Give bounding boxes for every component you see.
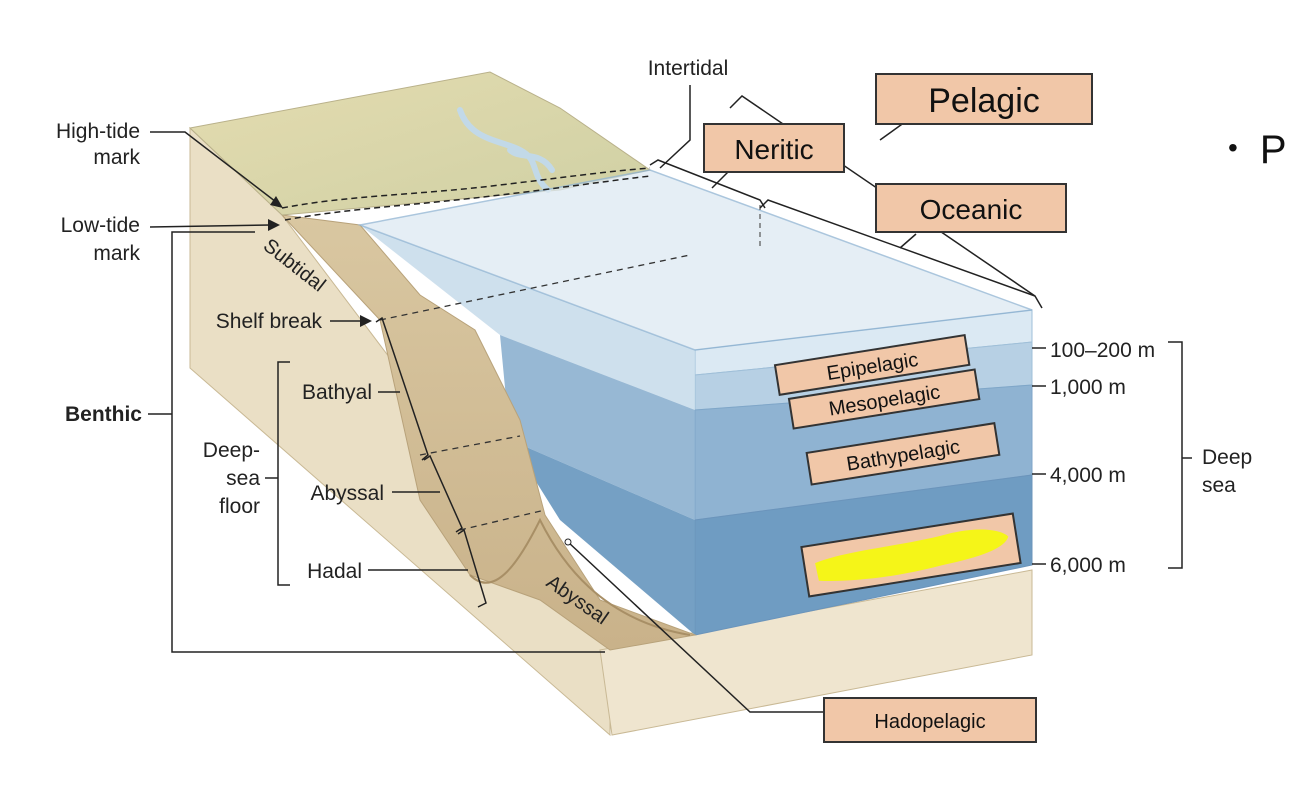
- abyssal-dashline: [419, 435, 521, 456]
- intertidal-label: Intertidal: [648, 57, 729, 80]
- high-tide-label-2: mark: [93, 146, 140, 169]
- oceanic-label: Oceanic: [920, 194, 1023, 225]
- neritic-label: Neritic: [734, 134, 813, 165]
- hadopelagic-label: Hadopelagic: [874, 711, 985, 733]
- bullet-text: P: [1259, 128, 1287, 172]
- deep-sea-bracket: [1168, 341, 1183, 569]
- bullet-dot: •: [1228, 132, 1238, 163]
- low-tide-label-1: Low-tide: [61, 214, 140, 237]
- pelagic-label: Pelagic: [928, 82, 1040, 120]
- benthic-label: Benthic: [65, 403, 142, 426]
- deep-sea-label-1: Deep: [1202, 446, 1252, 469]
- low-tide-leader: [149, 224, 271, 228]
- water-side-upper: [360, 225, 695, 410]
- benthic-bracket: [171, 231, 605, 653]
- high-tide-label-1: High-tide: [56, 120, 140, 143]
- neritic-leader: [711, 171, 729, 189]
- pelagic-label-box: Pelagic: [875, 73, 1093, 125]
- depth-label-1000: 1,000 m: [1050, 376, 1126, 399]
- front-face: [599, 569, 1033, 736]
- yellow-highlight-mark: [815, 529, 1009, 581]
- hadopelagic-leader-dot: [564, 538, 572, 546]
- hadal-trench: [469, 517, 691, 636]
- depth-label-4000: 4,000 m: [1050, 464, 1126, 487]
- bullet-item: •P: [1228, 128, 1287, 173]
- deep-sea-label-2: sea: [1202, 474, 1236, 497]
- oceanic-bracket: [759, 199, 1036, 297]
- shelf-break-label: Shelf break: [216, 310, 323, 333]
- deep-sea-floor-label-3: floor: [219, 495, 260, 518]
- depth-label-100-200: 100–200 m: [1050, 339, 1155, 362]
- deep-sea-floor-label-2: sea: [226, 467, 260, 490]
- bathyal-slope-bracket: [375, 316, 429, 461]
- hadal-label: Hadal: [307, 560, 362, 583]
- hadopelagic-label-box: Hadopelagic: [823, 697, 1037, 743]
- shelf-break-dashline: [379, 254, 691, 321]
- high-tide-arrowhead: [270, 196, 283, 208]
- river: [457, 107, 555, 193]
- high-tide-line: [281, 167, 651, 209]
- abyssal-slope-bracket: [423, 454, 463, 533]
- low-tide-label-2: mark: [93, 242, 140, 265]
- highlighted-label-box: [800, 512, 1022, 598]
- continental-slope: [280, 214, 697, 651]
- low-tide-arrowhead: [268, 219, 280, 231]
- water-side-deep: [510, 440, 695, 635]
- bathyal-label: Bathyal: [302, 381, 372, 404]
- hadal-dashline: [459, 509, 546, 531]
- water-side-mid: [500, 335, 695, 520]
- deep-sea-floor-label-1: Deep-: [203, 439, 260, 462]
- hadal-slope-bracket: [457, 528, 487, 608]
- oceanic-leader: [899, 233, 917, 249]
- deep-sea-floor-bracket: [277, 361, 290, 586]
- neritic-label-box: Neritic: [703, 123, 845, 173]
- hadopelagic-leader: [567, 541, 825, 713]
- high-tide-leader: [150, 131, 281, 206]
- shelf-break-arrowhead: [360, 315, 372, 327]
- neritic-bracket: [649, 159, 766, 209]
- intertidal-leader: [659, 85, 691, 169]
- abyssal-label: Abyssal: [310, 482, 384, 505]
- oceanic-label-box: Oceanic: [875, 183, 1067, 233]
- depth-label-6000: 6,000 m: [1050, 554, 1126, 577]
